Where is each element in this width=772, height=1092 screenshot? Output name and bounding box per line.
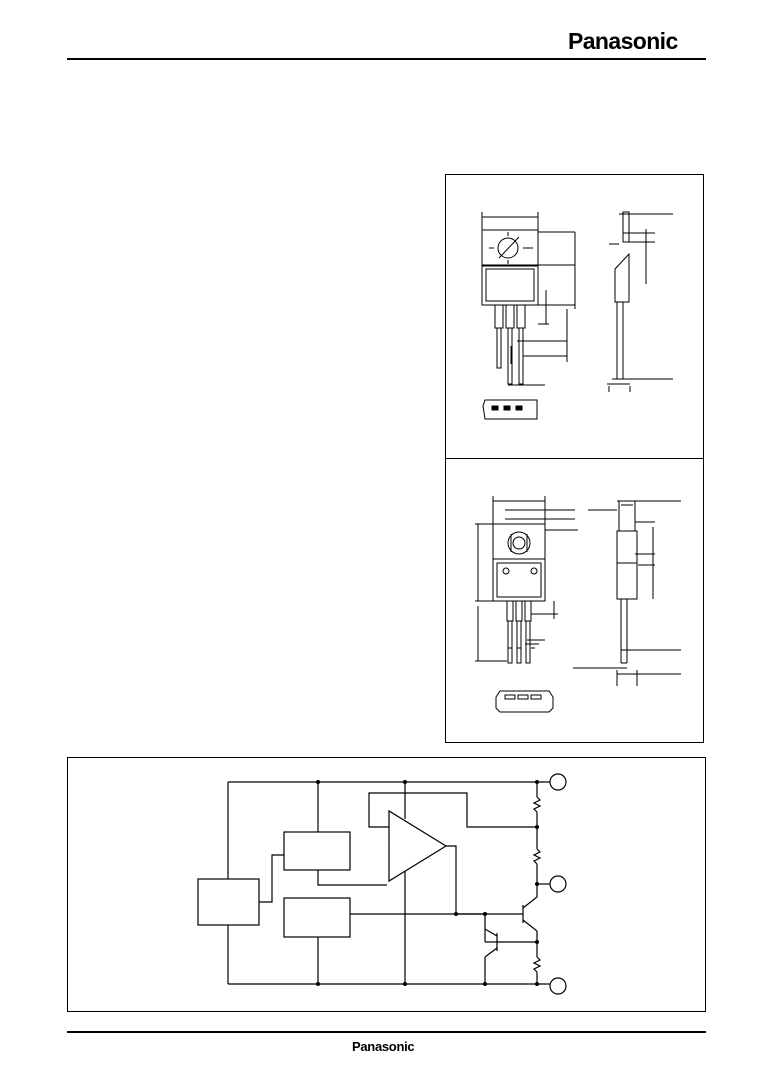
package-2-side-view	[573, 500, 681, 686]
panasonic-logo-footer: Panasonic	[352, 1039, 415, 1054]
package-2-front-view	[475, 496, 578, 664]
package-1-side-view	[607, 211, 673, 392]
resistor-r3	[532, 956, 542, 973]
block-diagram	[197, 773, 567, 995]
block-diagram-frame	[67, 757, 706, 1012]
panasonic-logo-header: Panasonic	[568, 28, 678, 54]
transistor-q2	[484, 914, 537, 984]
protection-block	[283, 897, 351, 938]
resistor-r2	[532, 848, 542, 865]
terminal-1	[549, 773, 567, 791]
transistor-q1	[485, 884, 538, 932]
header-rule	[67, 58, 706, 60]
error-amplifier	[388, 809, 448, 883]
resistor-r1	[532, 796, 542, 813]
package-divider	[445, 458, 704, 459]
package-1-marking-view	[482, 399, 538, 420]
package-2-marking-view	[495, 690, 554, 713]
reference-block	[283, 831, 351, 871]
terminal-3	[549, 977, 567, 995]
terminal-2	[549, 875, 567, 893]
control-block	[197, 878, 260, 926]
footer-rule	[67, 1031, 706, 1033]
package-1-front-view	[481, 212, 576, 386]
package-drawings	[475, 211, 681, 713]
